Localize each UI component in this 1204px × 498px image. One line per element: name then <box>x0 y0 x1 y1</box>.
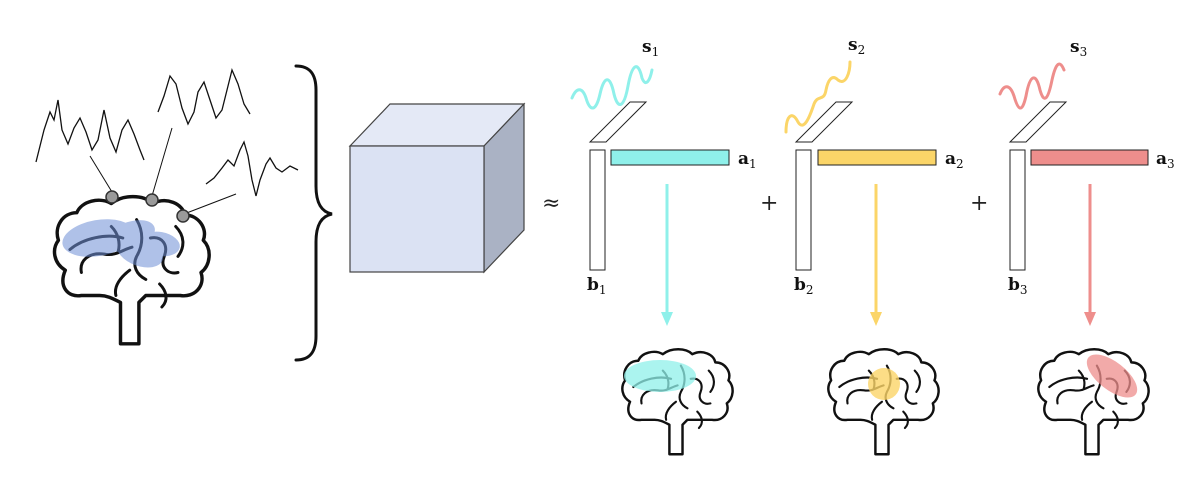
svg-text:b3: b3 <box>1008 275 1028 297</box>
b-vector-2 <box>795 149 812 271</box>
b-vector-1 <box>589 149 606 271</box>
eeg-brain-group <box>35 67 299 346</box>
signal-wave-3 <box>998 62 1066 110</box>
activation-3 <box>1086 354 1138 398</box>
a-sub-3: 3 <box>1167 157 1175 171</box>
a-vector-1 <box>610 149 730 166</box>
b-vector-3 <box>1009 149 1026 271</box>
svg-text:s1: s1 <box>642 37 659 59</box>
s-vector-2 <box>794 101 854 143</box>
a-label-1: a <box>738 149 749 169</box>
brain-activation <box>62 219 180 268</box>
s-vector-1 <box>588 101 648 143</box>
brain-small-2 <box>827 348 940 456</box>
activation-2 <box>868 368 900 400</box>
a-label-2: a <box>945 149 956 169</box>
a-sub-2: 2 <box>956 157 964 171</box>
svg-text:a3: a3 <box>1156 149 1175 171</box>
a-label-3: a <box>1156 149 1167 169</box>
plus-operator-2: + <box>970 191 988 216</box>
a-sub-1: 1 <box>749 157 757 171</box>
svg-text:a2: a2 <box>945 149 964 171</box>
signal-sub-1: 1 <box>652 45 660 59</box>
b-label-2: b <box>794 275 806 295</box>
signal-label-1: s <box>642 37 652 57</box>
approx-operator: ≈ <box>542 191 560 216</box>
cube-front <box>349 145 485 273</box>
arrow-head-1 <box>661 312 673 326</box>
curly-brace <box>294 64 333 362</box>
component-3: s3 a3 b3 <box>998 37 1175 456</box>
s-vector-3 <box>1008 101 1068 143</box>
svg-text:b2: b2 <box>794 275 814 297</box>
svg-text:b1: b1 <box>587 275 607 297</box>
b-sub-2: 2 <box>806 283 814 297</box>
b-label-1: b <box>587 275 599 295</box>
b-label-3: b <box>1008 275 1020 295</box>
a-vector-2 <box>817 149 937 166</box>
electrode-1 <box>105 190 119 204</box>
signal-wave-1 <box>570 65 654 110</box>
arrow-head-3 <box>1084 312 1096 326</box>
svg-text:a1: a1 <box>738 149 757 171</box>
activation-1 <box>624 360 696 392</box>
eeg-wave-1 <box>35 99 145 163</box>
b-sub-3: 3 <box>1020 283 1028 297</box>
eeg-wave-2 <box>157 67 251 126</box>
svg-text:s2: s2 <box>848 35 865 57</box>
eeg-wave-3 <box>205 140 299 197</box>
a-vector-3 <box>1030 149 1149 166</box>
svg-text:s3: s3 <box>1070 37 1087 59</box>
b-sub-1: 1 <box>599 283 607 297</box>
arrow-head-2 <box>870 312 882 326</box>
component-2: s2 a2 b2 <box>784 35 964 456</box>
signal-label-3: s <box>1070 37 1080 57</box>
signal-label-2: s <box>848 35 858 55</box>
electrode-2 <box>145 193 159 207</box>
plus-operator-1: + <box>760 191 778 216</box>
electrode-3 <box>176 209 190 223</box>
signal-sub-2: 2 <box>858 43 866 57</box>
signal-wave-2 <box>784 60 852 134</box>
signal-sub-3: 3 <box>1080 45 1088 59</box>
component-1: s1 a1 b1 <box>570 37 757 456</box>
data-tensor-cube <box>348 102 526 274</box>
